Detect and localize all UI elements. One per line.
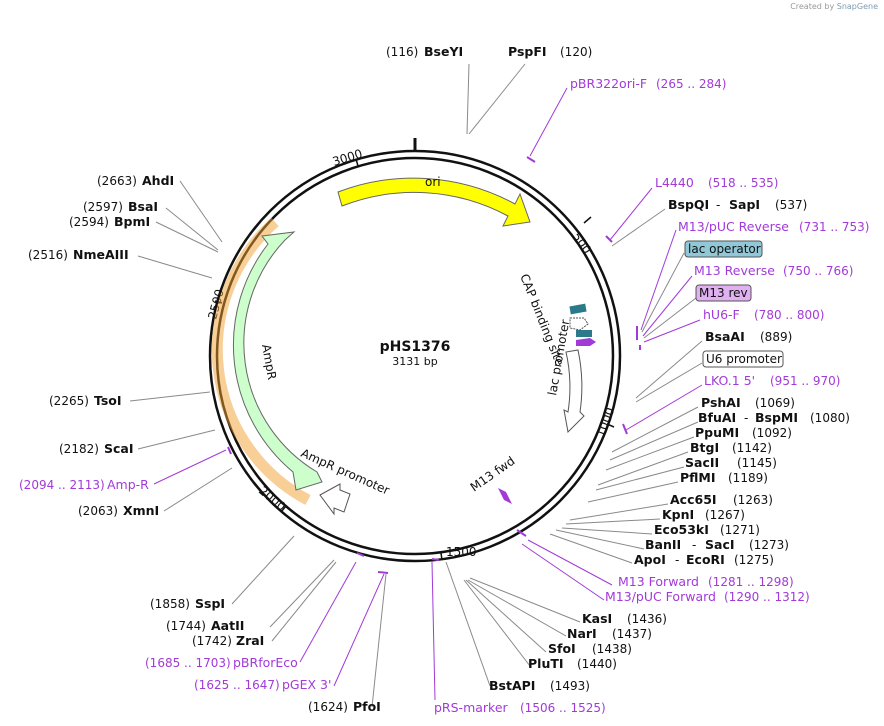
site-eco53ki[interactable]: Eco53kI(1271) bbox=[654, 522, 760, 537]
tick-3000 bbox=[355, 158, 359, 167]
site-bstapi[interactable]: BstAPI(1493) bbox=[489, 678, 590, 693]
site-bsaai[interactable]: BsaAI(889) bbox=[705, 329, 792, 344]
site-sspi[interactable]: (1858)SspI bbox=[150, 596, 225, 611]
u6-promoter-mini[interactable] bbox=[569, 317, 589, 331]
lac-promoter-arrow[interactable] bbox=[563, 349, 585, 434]
tick-label-1000: 1000 bbox=[594, 406, 618, 439]
m13-fwd-arrow[interactable] bbox=[498, 488, 512, 504]
primer-hu6-f[interactable]: hU6-F(780 .. 800) bbox=[703, 307, 824, 322]
site-aatii[interactable]: (1744)AatII bbox=[166, 618, 244, 633]
backbone-outer bbox=[208, 149, 622, 563]
site-bfuai-bspmi[interactable]: BfuAI-BspMI(1080) bbox=[698, 410, 850, 425]
leaders-left bbox=[129, 180, 387, 708]
primer-m13-puc-reverse[interactable]: M13/pUC Reverse(731 .. 753) bbox=[678, 219, 869, 234]
primer-m13-forward[interactable]: M13 Forward(1281 .. 1298) bbox=[618, 574, 794, 589]
ampr-arrow[interactable] bbox=[232, 231, 323, 491]
site-btgi[interactable]: BtgI(1142) bbox=[690, 440, 772, 455]
tick-1500 bbox=[440, 552, 443, 561]
primer-pbrforeco[interactable]: (1685 .. 1703)pBRforEco bbox=[145, 655, 298, 670]
lko-mark bbox=[622, 423, 628, 435]
m13-forward-mark bbox=[516, 529, 527, 537]
primer-lko1-5[interactable]: LKO.1 5'(951 .. 970) bbox=[704, 373, 840, 388]
snapgene-logo: SnapGene bbox=[836, 2, 878, 11]
amp-r-mark bbox=[227, 446, 232, 455]
site-pflmi[interactable]: PflMI(1189) bbox=[680, 470, 768, 485]
primer-amp-r[interactable]: (2094 .. 2113)Amp-R bbox=[19, 477, 149, 492]
site-pfoi[interactable]: (1624)PfoI bbox=[308, 699, 381, 714]
site-pspfi[interactable]: PspFI(120) bbox=[508, 44, 592, 59]
tick-500 bbox=[583, 216, 592, 224]
primer-m13-reverse[interactable]: M13 Reverse(750 .. 766) bbox=[694, 263, 853, 278]
primer-m13-puc-forward[interactable]: M13/pUC Forward(1290 .. 1312) bbox=[605, 589, 810, 604]
site-nmeaiii[interactable]: (2516)NmeAIII bbox=[28, 247, 129, 262]
lac-operator-box[interactable] bbox=[576, 330, 592, 337]
primer-pbr322ori-f[interactable]: pBR322ori-F(265 .. 284) bbox=[570, 76, 726, 91]
site-xmni[interactable]: (2063)XmnI bbox=[78, 503, 159, 518]
ampr-label: AmpR bbox=[259, 343, 279, 381]
site-kasi[interactable]: KasI(1436) bbox=[582, 611, 667, 626]
tick-1000 bbox=[606, 423, 615, 428]
site-sfoi[interactable]: SfoI(1438) bbox=[548, 641, 632, 656]
site-sacii[interactable]: SacII(1145) bbox=[685, 455, 777, 470]
m13-rev-box-label bbox=[695, 284, 752, 302]
site-banii-saci[interactable]: BanII-SacI(1273) bbox=[645, 537, 789, 552]
site-tsoi[interactable]: (2265)TsoI bbox=[49, 393, 122, 408]
feature-m13-fwd[interactable]: M13 fwd bbox=[468, 454, 518, 504]
tick-label-1500: 1500 bbox=[446, 545, 477, 559]
pbrforeco-mark bbox=[356, 552, 365, 557]
labels-left: (2663)AhdI (2597)BsaI (2594)BpmI (2516)N… bbox=[19, 173, 381, 714]
m13-rev-text: M13 rev bbox=[699, 286, 748, 300]
pbr322ori-f-mark bbox=[526, 156, 536, 163]
plasmid-size: 3131 bp bbox=[392, 355, 437, 368]
site-ppumi[interactable]: PpuMI(1092) bbox=[695, 425, 792, 440]
cap-binding-site-box[interactable] bbox=[569, 303, 587, 315]
site-kpni[interactable]: KpnI(1267) bbox=[662, 507, 745, 522]
site-ahdi[interactable]: (2663)AhdI bbox=[97, 173, 174, 188]
m13-rev-arrow[interactable] bbox=[576, 338, 596, 346]
tick-2000 bbox=[280, 505, 287, 513]
site-zrai[interactable]: (1742)ZraI bbox=[192, 633, 264, 648]
prs-marker-mark bbox=[431, 558, 440, 561]
m13-fwd-label: M13 fwd bbox=[468, 454, 518, 495]
ampr-highlight bbox=[211, 217, 311, 505]
feature-u6-promoter-label[interactable]: U6 promoter bbox=[702, 350, 784, 368]
labels-right: (116)BseYI PspFI(120) pBR322ori-F(265 ..… bbox=[386, 44, 869, 715]
ori-arrow[interactable] bbox=[337, 177, 531, 227]
feature-ori[interactable]: ori bbox=[337, 175, 531, 227]
credit-prefix: Created by bbox=[790, 2, 835, 11]
lac-operator-text: lac operator bbox=[688, 242, 761, 256]
site-scai[interactable]: (2182)ScaI bbox=[59, 441, 134, 456]
tick-label-500: 500 bbox=[570, 230, 595, 257]
leaders-right bbox=[431, 63, 703, 701]
l4440-mark bbox=[605, 235, 613, 243]
site-bseyi[interactable]: (116)BseYI bbox=[386, 44, 463, 59]
feature-m13-rev-label[interactable]: M13 rev bbox=[695, 284, 752, 302]
ampr-promoter-arrow[interactable] bbox=[319, 483, 351, 516]
site-acc65i[interactable]: Acc65I(1263) bbox=[670, 492, 773, 507]
feature-lac-region[interactable]: CAP binding site lac promoter bbox=[517, 272, 596, 434]
u6-promoter-text: U6 promoter bbox=[706, 352, 782, 366]
primer-l4440[interactable]: L4440(518 .. 535) bbox=[655, 175, 778, 190]
feature-lac-operator-label[interactable]: lac operator bbox=[684, 240, 763, 258]
site-pluti[interactable]: PluTI(1440) bbox=[528, 656, 617, 671]
pgex-mark bbox=[377, 571, 389, 574]
lac-operator-box-label bbox=[684, 240, 763, 258]
plasmid-name: pHS1376 bbox=[380, 339, 451, 355]
ori-label: ori bbox=[425, 175, 441, 189]
snapgene-credit: Created by SnapGene bbox=[790, 2, 878, 11]
site-nari[interactable]: NarI(1437) bbox=[567, 626, 652, 641]
primer-pgex-3[interactable]: (1625 .. 1647)pGEX 3' bbox=[194, 677, 331, 692]
site-bpmi[interactable]: (2594)BpmI bbox=[69, 214, 150, 229]
primer-marks bbox=[227, 156, 641, 574]
site-bspqi-sapi[interactable]: BspQI-SapI(537) bbox=[668, 197, 807, 212]
site-apoi-ecori[interactable]: ApoI-EcoRI(1275) bbox=[634, 552, 774, 567]
site-bsai[interactable]: (2597)BsaI bbox=[83, 199, 158, 214]
u6-promoter-box-label bbox=[702, 350, 784, 368]
site-pshai[interactable]: PshAI(1069) bbox=[701, 395, 795, 410]
primer-prs-marker[interactable]: pRS-marker(1506 .. 1525) bbox=[434, 700, 606, 715]
